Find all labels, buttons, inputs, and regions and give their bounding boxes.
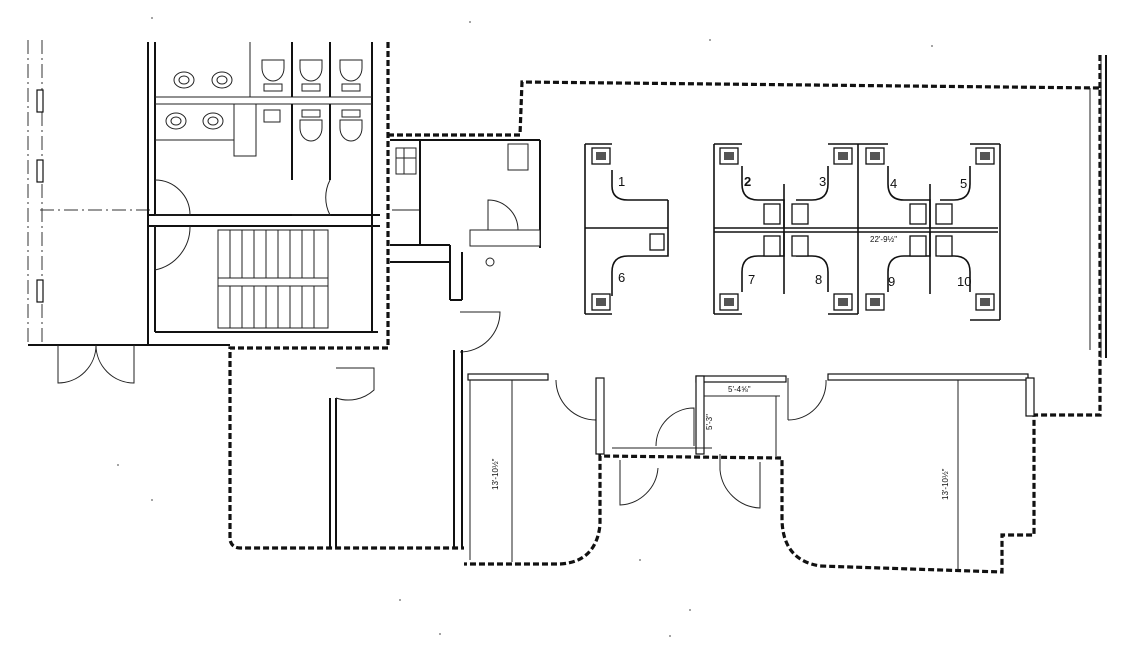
closet-depth-dimension: 5'-3" [705,414,714,430]
workstation-label-8: 8 [815,272,822,287]
pod-right [858,143,1001,321]
workstation-label-9: 9 [888,274,895,289]
workstation-label-5: 5 [960,176,967,191]
left-exterior-wall [27,40,150,345]
right-exterior-wall [1089,55,1107,358]
closet-width-dimension: 5'-4⅝" [728,385,751,394]
entrance-double-door [28,344,148,384]
pod-center [713,143,998,315]
office-left-depth-dimension: 13'-10½" [491,458,500,490]
kitchenette [390,139,541,353]
aisle-dimension: 22'-9½" [870,235,897,244]
office-right-depth-dimension: 13'-10½" [941,468,950,500]
scan-specks [117,17,933,637]
lease-boundary [228,42,1102,574]
workstation-label-4: 4 [890,176,897,191]
workstation-label-6: 6 [618,270,625,285]
workstation-pods: 1 2 3 4 5 6 7 8 9 10 22'-9½" [584,143,1001,321]
stairwell [217,229,329,329]
lower-offices: 13'-10½" 5'-4⅝" 5'-3" 13'-10½" [329,350,1035,570]
workstation-label-1: 1 [618,174,625,189]
workstation-label-3: 3 [819,174,826,189]
restroom-core [147,42,380,346]
workstation-label-10: 10 [957,274,971,289]
workstation-label-7: 7 [748,272,755,287]
pod-left [584,143,669,315]
workstation-label-2: 2 [744,174,751,189]
